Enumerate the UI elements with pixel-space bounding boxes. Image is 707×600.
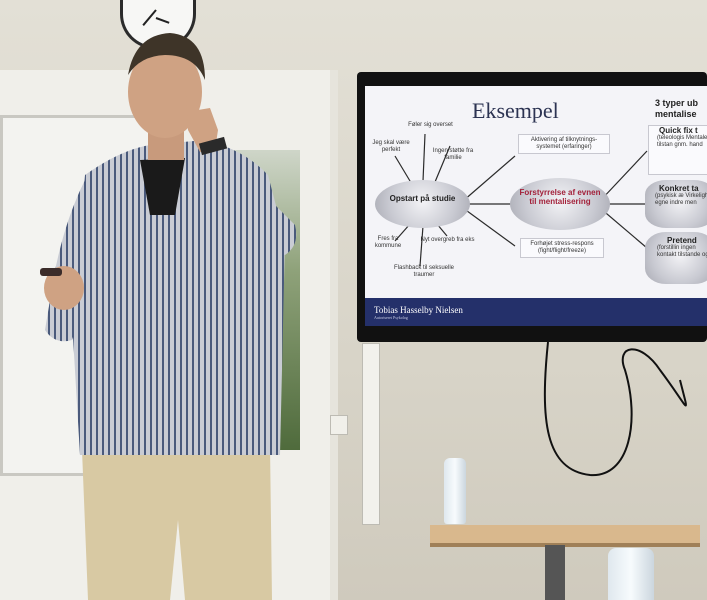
disruption-cloud (510, 178, 610, 230)
center-node-label: Opstart på studie (389, 194, 456, 203)
side-title-line: 3 typer ub (655, 98, 699, 108)
type-box: Konkret ta (psykisk æ Virkeligh egne ind… (645, 180, 707, 228)
disruption-label: Forstyrrelse af evnen til mentalisering (519, 188, 601, 206)
undershirt (140, 158, 185, 215)
type-box: Quick fix t (teleologis Mentale tilstan … (648, 125, 707, 175)
left-hand (44, 266, 84, 310)
clicker (40, 268, 62, 276)
stressor-label: Ingen støtte fra familie (432, 148, 474, 161)
type-box: Pretend (forstillin ingen kontakt tilsta… (645, 232, 707, 284)
hair (128, 33, 205, 80)
type-detail: (forstillin ingen kontakt tilstande og v (657, 245, 707, 258)
activation-box: Aktivering af tilknytnings-systemet (erf… (518, 134, 610, 154)
table-leg (545, 545, 565, 600)
stress-response-box: Forhøjet stress-respons (fight/flight/fr… (520, 238, 604, 258)
raised-hand (185, 70, 218, 152)
footer-subtitle: Autoriseret Psykolog (374, 315, 408, 320)
wall-ruler (362, 343, 380, 525)
head (128, 46, 202, 138)
stressor-label: Fres fra kommune (374, 236, 402, 249)
stressor-label: Jeg skal være perfekt (372, 140, 410, 153)
footer-name: Tobias Hasselby Nielsen (374, 305, 463, 315)
type-title: Quick fix t (659, 126, 698, 135)
watch (198, 136, 228, 156)
slide-footer (365, 298, 707, 326)
stressor-label: Flashback til seksuelle traumer (393, 265, 455, 278)
wall-socket (330, 415, 348, 435)
right-arm (210, 150, 297, 255)
type-detail: (teleologis Mentale tilstan gnm. hand (657, 135, 707, 148)
table (430, 525, 700, 547)
stressor-label: Nyt overgreb fra eks (420, 237, 475, 243)
side-title-line: mentalise (655, 109, 697, 119)
slide-side-title: 3 typer ub mentalise (655, 98, 698, 120)
slide-title: Eksempel (472, 98, 559, 123)
type-detail: (psykisk æ Virkeligh egne indre men (655, 193, 707, 206)
type-title: Pretend (667, 236, 697, 245)
left-arm (45, 180, 85, 342)
water-bottle-icon (608, 548, 654, 600)
center-cloud (375, 180, 470, 228)
type-title: Konkret ta (659, 184, 699, 193)
pants (82, 445, 272, 600)
water-bottle-icon (444, 458, 466, 524)
stressor-label: Føler sig overset (408, 122, 453, 128)
shirt (72, 140, 285, 455)
